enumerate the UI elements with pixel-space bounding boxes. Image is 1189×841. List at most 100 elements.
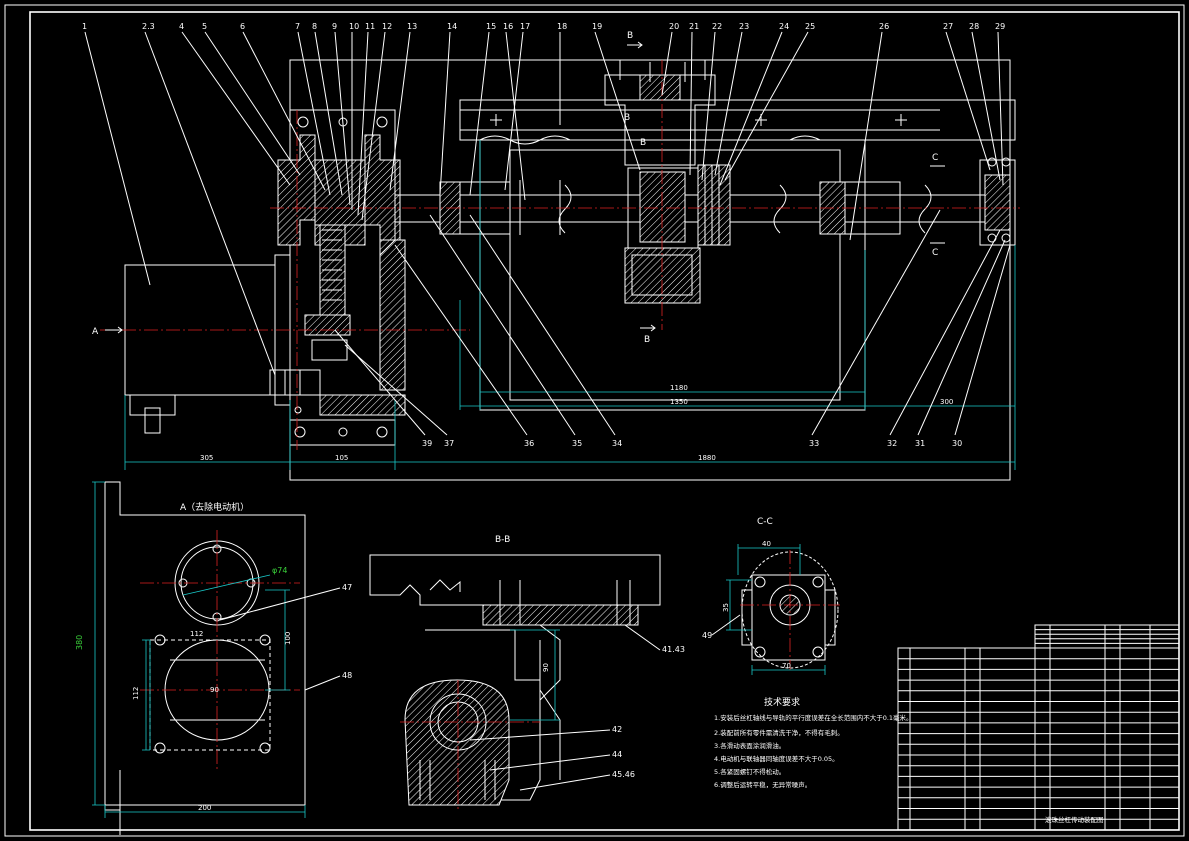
dim-1350: 1350: [670, 398, 688, 406]
dim-bb-90: 90: [542, 663, 550, 672]
balloon-label: 5: [202, 22, 207, 31]
balloon-leader: [439, 31, 451, 196]
balloon-label: 31: [915, 439, 925, 448]
balloon-label: 39: [422, 439, 432, 448]
balloon-leader: [689, 31, 693, 176]
section-markers: A B B B B C C: [92, 31, 945, 345]
balloon-leader: [429, 214, 576, 436]
balloon-leader: [594, 31, 641, 171]
dim-200: 200: [198, 804, 211, 812]
section-c-top: C: [932, 153, 938, 163]
balloon-label: 1: [82, 22, 87, 31]
balloon-label: 30: [952, 439, 962, 448]
tech-req-2: 2.装配前所有零件需清洗干净，不得有毛刺。: [714, 728, 844, 737]
view-b-b: B-B 90 41.43 42 44 45.46: [369, 535, 685, 810]
balloon-4546: 45.46: [612, 770, 635, 779]
outer-border: [4, 4, 1185, 837]
balloon-label: 17: [520, 22, 530, 31]
balloon-label: 33: [809, 439, 819, 448]
dim-1180: 1180: [670, 384, 688, 392]
dim-cc-70: 70: [782, 662, 791, 670]
balloon-label: 24: [779, 22, 789, 31]
balloon-leader: [971, 31, 1001, 181]
balloon-leader: [469, 214, 616, 436]
dim-300: 300: [940, 398, 953, 406]
balloon-label: 9: [332, 22, 337, 31]
balloon-leader: [889, 229, 1001, 436]
balloon-leader: [997, 31, 1004, 186]
balloon-leaders-bottom: 39 37 36 35 34 33 32 31 30: [334, 209, 1011, 448]
balloon-label: 21: [689, 22, 699, 31]
balloon-label: 37: [444, 439, 454, 448]
tech-req-title: 技术要求: [764, 696, 800, 708]
dim-90: 90: [210, 686, 219, 694]
balloon-label: 12: [382, 22, 392, 31]
balloon-leader: [394, 244, 528, 436]
dim-phi74: φ74: [272, 566, 287, 575]
balloon-label: 32: [887, 439, 897, 448]
balloon-leader: [357, 31, 369, 216]
balloon-label: 13: [407, 22, 417, 31]
section-b-mid2: B: [640, 138, 646, 148]
balloon-label: 16: [503, 22, 513, 31]
balloon-leader: [714, 31, 743, 176]
balloon-label: 36: [524, 439, 534, 448]
balloon-leader: [724, 31, 809, 181]
main-view: [100, 59, 1020, 481]
balloon-4143: 41.43: [662, 645, 685, 654]
balloon-label: 27: [943, 22, 953, 31]
dim-305: 305: [200, 454, 213, 462]
view-a: A（去除电动机） φ74 380 200 112 112 90 100 47 4…: [75, 481, 352, 835]
dim-112-horiz: 112: [190, 630, 203, 638]
tech-req-4: 4.电动机与联轴器同轴度误差不大于0.05。: [714, 754, 839, 763]
view-a-title: A（去除电动机）: [180, 501, 249, 513]
dim-105: 105: [335, 454, 348, 462]
dim-112-vert: 112: [132, 687, 140, 700]
balloon-label: 18: [557, 22, 567, 31]
dim-100: 100: [284, 632, 292, 645]
balloon-leader: [505, 31, 526, 201]
balloon-leader: [334, 31, 351, 206]
section-b-bottom: B: [644, 335, 650, 345]
inner-border: [29, 11, 1180, 831]
motor: [124, 254, 321, 434]
balloon-label: 10: [349, 22, 359, 31]
technical-requirements: 技术要求 1.安装后丝杠轴线与导轨的平行度误差在全长范围内不大于0.1毫米。 2…: [714, 696, 913, 789]
dim-cc-35: 35: [722, 603, 730, 612]
tech-req-5: 5.各紧固螺钉不得松动。: [714, 767, 785, 776]
balloon-leader: [719, 31, 783, 186]
balloon-leader: [334, 329, 426, 436]
balloon-leader: [661, 31, 673, 96]
balloon-label: 14: [447, 22, 457, 31]
balloon-label: 4: [179, 22, 184, 31]
balloon-leader: [242, 31, 326, 191]
balloon-leader: [181, 31, 291, 186]
balloon-label: 20: [669, 22, 679, 31]
balloon-label: 15: [486, 22, 496, 31]
balloon-leader: [361, 31, 386, 221]
balloon-leader: [297, 31, 331, 196]
balloon-leader: [469, 31, 490, 196]
view-cc-title: C-C: [757, 517, 773, 527]
balloon-leader: [144, 31, 276, 376]
balloon-label: 28: [969, 22, 979, 31]
section-a-label: A: [92, 327, 99, 337]
balloon-label: 23: [739, 22, 749, 31]
balloon-label: 6: [240, 22, 245, 31]
view-bb-title: B-B: [495, 535, 510, 545]
balloon-label: 2.3: [142, 22, 155, 31]
section-b-top: B: [627, 31, 633, 41]
balloon-leader: [504, 31, 524, 191]
balloon-47: 47: [342, 583, 352, 592]
balloon-label: 19: [592, 22, 602, 31]
balloon-leader: [811, 209, 941, 436]
balloon-leader: [917, 239, 1006, 436]
balloon-label: 34: [612, 439, 622, 448]
balloon-label: 7: [295, 22, 300, 31]
balloon-48: 48: [342, 671, 352, 680]
balloon-label: 11: [365, 22, 375, 31]
balloon-label: 35: [572, 439, 582, 448]
dim-380: 380: [75, 635, 84, 650]
bill-of-materials: 滚珠丝杠传动装配图: [897, 624, 1180, 831]
